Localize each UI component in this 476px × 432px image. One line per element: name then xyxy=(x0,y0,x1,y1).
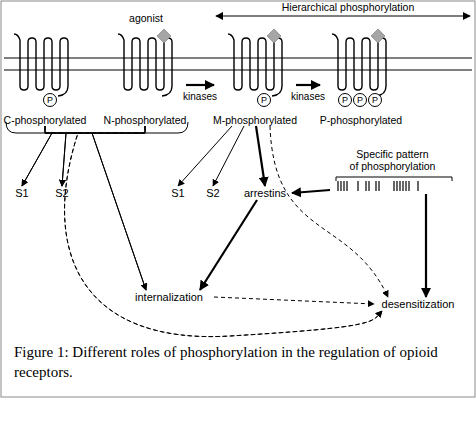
outcome-label: arrestins xyxy=(238,186,292,200)
arrow xyxy=(292,190,330,193)
pattern-note: Specific pattern of phosphorylation xyxy=(330,148,455,194)
outcome-label: S2 xyxy=(52,186,72,200)
arrow xyxy=(213,126,244,186)
figure-caption: Figure 1: Different roles of phosphoryla… xyxy=(14,342,466,382)
node-text: desensitization xyxy=(382,298,455,311)
node-text: N-phosphorylated xyxy=(104,114,187,126)
arrow xyxy=(45,126,146,290)
phospho-circle: P xyxy=(43,93,57,107)
arrow xyxy=(22,126,52,186)
arrow xyxy=(425,194,427,297)
node-text: P-phosphorylated xyxy=(320,114,402,126)
node-text: S2 xyxy=(206,187,219,200)
arrow xyxy=(45,126,66,186)
annotation-label: Hierarchical phosphorylation xyxy=(228,1,468,13)
receptor-state: C-phosphorylated P xyxy=(3,30,87,126)
dashed-arrow xyxy=(270,126,388,297)
receptor-symbol xyxy=(14,34,68,96)
arrow xyxy=(296,84,320,86)
arrow xyxy=(200,200,257,290)
node-text: arrestins xyxy=(244,187,286,200)
receptor-state: N-phosphorylated xyxy=(104,30,186,126)
membrane-line xyxy=(4,70,472,71)
node-text: S1 xyxy=(15,187,28,200)
annotation-label: agonist xyxy=(121,12,171,24)
outcome-label: S1 xyxy=(12,186,32,200)
node-text: S2 xyxy=(55,187,68,200)
outcome-label: internalization xyxy=(124,290,214,304)
dashed-arrow xyxy=(214,297,374,304)
agonist-symbol xyxy=(371,29,385,43)
arrow xyxy=(256,126,265,186)
arrow xyxy=(22,126,145,186)
node-text: P xyxy=(357,96,363,105)
arrow xyxy=(178,126,232,186)
node-text: P xyxy=(372,96,378,105)
phospho-circle: P xyxy=(353,93,367,107)
agonist-symbol xyxy=(157,29,171,43)
phospho-circle: P xyxy=(257,93,271,107)
outcome-label: S1 xyxy=(168,186,188,200)
figure-frame xyxy=(1,1,475,397)
node-text: P xyxy=(261,96,267,105)
phosphorylation-barcode xyxy=(338,181,418,191)
outcome-label: desensitization xyxy=(374,297,462,311)
phospho-circle: P xyxy=(368,93,382,107)
arrow xyxy=(62,126,145,186)
node-text: M-phosphorylated xyxy=(213,114,297,126)
arrow xyxy=(92,126,146,290)
node-text: P xyxy=(342,96,348,105)
edge-label: kinases xyxy=(278,91,338,103)
dashed-arrow xyxy=(45,126,382,337)
node-text: Specific pattern of phosphorylation xyxy=(337,148,449,172)
membrane-line xyxy=(4,58,472,59)
node-text: C-phosphorylated xyxy=(4,114,87,126)
dashed-arrow xyxy=(65,126,382,337)
bracket xyxy=(336,177,452,181)
double-arrow xyxy=(216,15,470,16)
receptor-state: P-phosphorylatedPPP xyxy=(320,30,402,126)
edge-label: kinases xyxy=(170,91,230,103)
node-text: internalization xyxy=(135,291,203,304)
outcome-label: S2 xyxy=(203,186,223,200)
arrow xyxy=(186,84,214,86)
node-text: S1 xyxy=(171,187,184,200)
phospho-circle: P xyxy=(338,93,352,107)
node-text: P xyxy=(47,96,53,105)
receptor-state: M-phosphorylated P xyxy=(214,30,296,126)
agonist-symbol xyxy=(267,29,281,43)
